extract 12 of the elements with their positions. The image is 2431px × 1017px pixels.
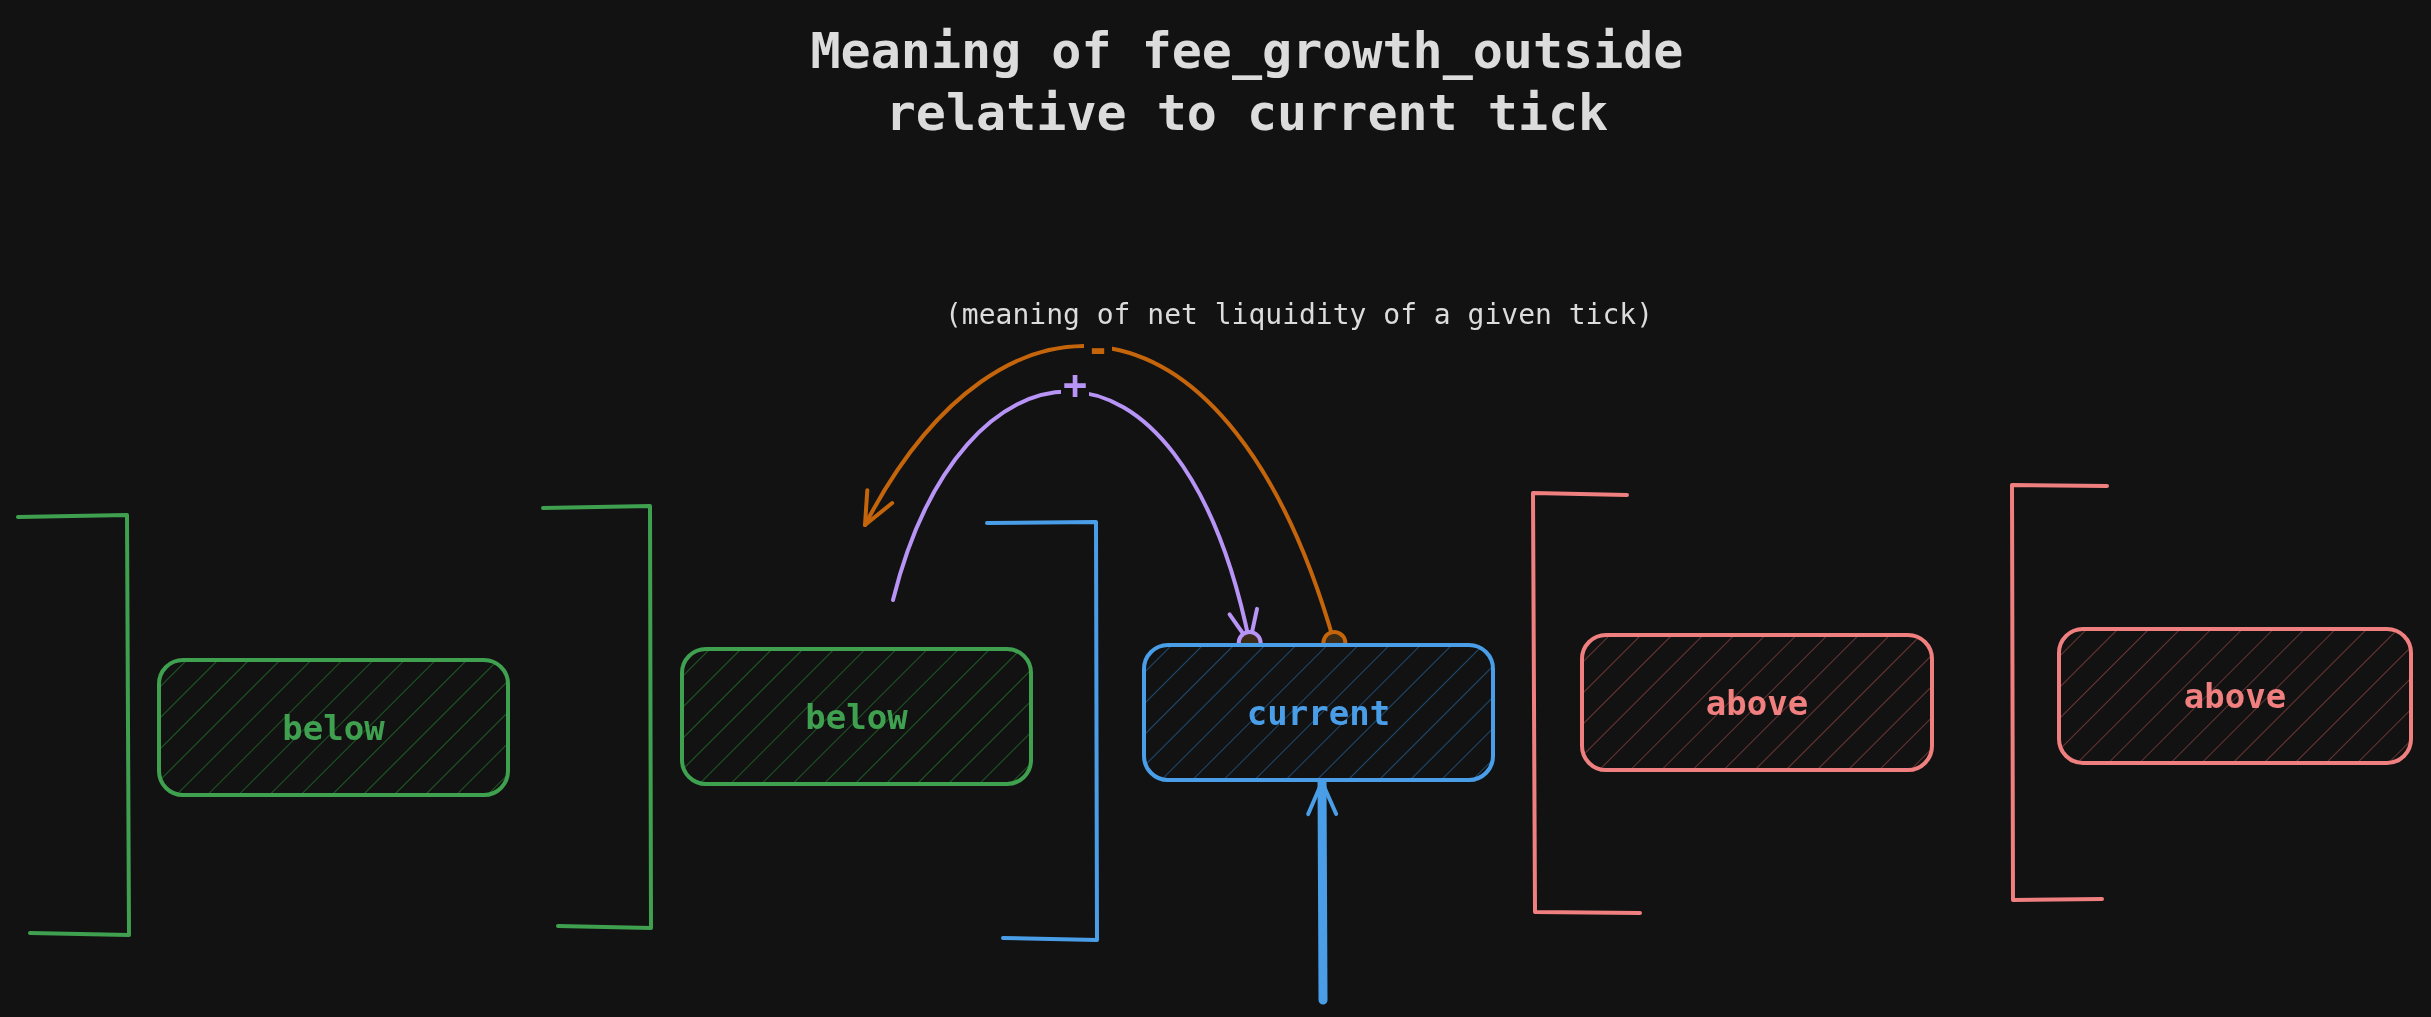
box-label: above [2182, 676, 2288, 716]
rounded-box [1142, 643, 1495, 782]
rounded-box [157, 658, 510, 797]
box-label: current [1245, 692, 1392, 733]
rounded-box [1580, 633, 1934, 772]
box-label: above [1704, 682, 1810, 723]
rounded-box [680, 647, 1033, 786]
note-text: (meaning of net liquidity of a given tick) [945, 298, 1653, 332]
rounded-box [2057, 627, 2413, 765]
box-label: below [281, 707, 386, 748]
diagram-title: Meaning of fee_growth_outside relative to current tick [809, 21, 1685, 144]
box-label: below [804, 696, 909, 737]
